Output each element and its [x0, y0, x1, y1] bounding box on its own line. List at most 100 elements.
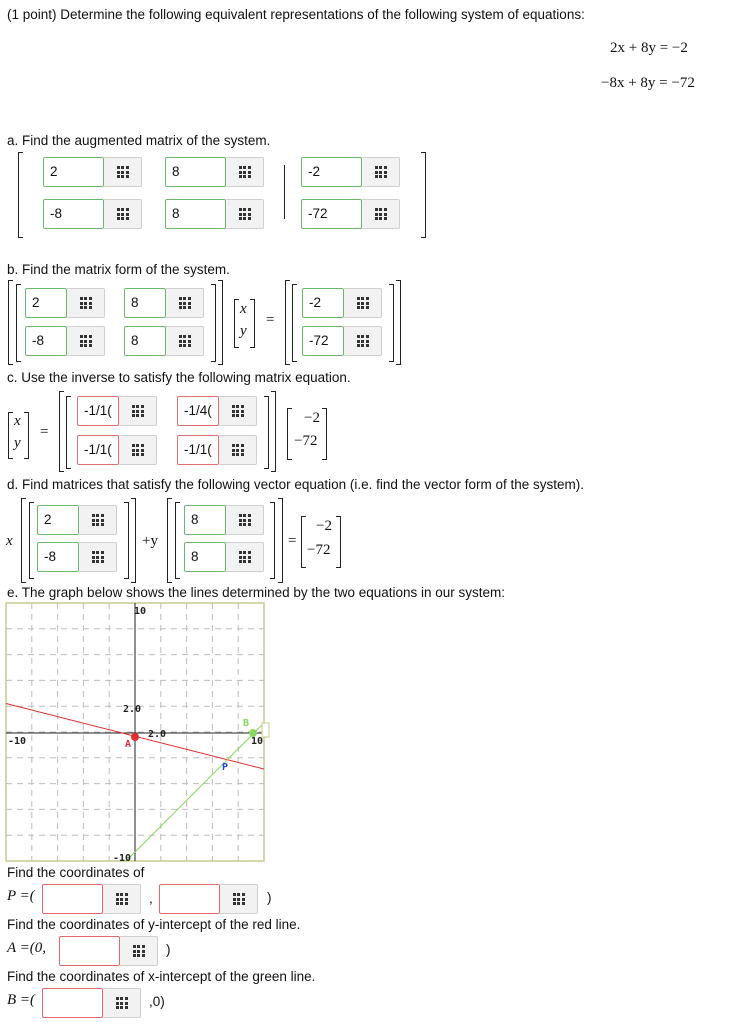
grid-icon — [131, 405, 144, 417]
grid-icon — [232, 893, 245, 905]
grid-icon — [356, 335, 369, 347]
a-close: ) — [166, 942, 171, 957]
inverse-i11-input[interactable]: -1/1( — [77, 396, 119, 426]
grid-icon — [178, 335, 191, 347]
matrix-bracket-inner-left — [16, 284, 21, 362]
coef-a11-input[interactable]: 2 — [25, 288, 67, 318]
vector-bracket-left — [287, 408, 292, 460]
matrix-bracket-left — [59, 391, 64, 472]
matrix-entry-button[interactable] — [119, 396, 157, 426]
matrix-entry-button[interactable] — [362, 157, 400, 187]
p-close: ) — [267, 890, 272, 905]
matrix-bracket-left — [167, 498, 172, 583]
matrix-entry-button[interactable] — [166, 288, 204, 318]
grid-icon — [231, 444, 244, 456]
label-point-b: B — [243, 718, 249, 729]
grid-icon — [238, 551, 251, 563]
matrix-entry-button[interactable] — [226, 505, 264, 535]
find-b-text: Find the coordinates of x-intercept of t… — [7, 969, 316, 984]
rhs-b1-input[interactable]: -2 — [302, 288, 344, 318]
matrix-entry-button[interactable] — [103, 988, 141, 1018]
part-e-prompt: e. The graph below shows the lines deter… — [7, 585, 506, 600]
green-line — [125, 722, 265, 862]
matrix-bracket-left — [18, 152, 23, 238]
find-a-text: Find the coordinates of y-intercept of t… — [7, 917, 301, 932]
b-label: B =( — [7, 992, 36, 1008]
matrix-entry-button[interactable] — [67, 288, 105, 318]
vector-bracket-left — [234, 299, 239, 348]
var-y: y — [14, 435, 21, 451]
aug-r2c3-input[interactable]: -72 — [301, 199, 362, 229]
matrix-entry-button[interactable] — [362, 199, 400, 229]
inverse-i21-input[interactable]: -1/1( — [77, 435, 119, 465]
coef-a22-input[interactable]: 8 — [124, 326, 166, 356]
matrix-entry-button[interactable] — [226, 542, 264, 572]
grid-icon — [91, 551, 104, 563]
a-y-input[interactable] — [59, 936, 120, 966]
matrix-entry-button[interactable] — [219, 396, 257, 426]
b-x-input[interactable] — [42, 988, 103, 1018]
column1-r1-input[interactable]: 2 — [37, 505, 79, 535]
matrix-entry-button[interactable] — [79, 542, 117, 572]
matrix-entry-button[interactable] — [226, 157, 264, 187]
matrix-entry-button[interactable] — [119, 435, 157, 465]
column2-r1-input[interactable]: 8 — [184, 505, 226, 535]
matrix-bracket-inner-left — [29, 502, 34, 579]
matrix-entry-button[interactable] — [104, 199, 142, 229]
grid-icon — [374, 166, 387, 178]
column2-r2-input[interactable]: 8 — [184, 542, 226, 572]
grid-icon — [79, 335, 92, 347]
grid-icon — [131, 444, 144, 456]
p-y-input[interactable] — [159, 884, 220, 914]
column1-r2-input[interactable]: -8 — [37, 542, 79, 572]
part-a-prompt: a. Find the augmented matrix of the syst… — [7, 133, 271, 148]
matrix-bracket-right — [278, 498, 283, 583]
grid-icon — [79, 297, 92, 309]
matrix-bracket-left — [8, 280, 13, 365]
vector-bracket-left — [8, 412, 13, 459]
matrix-entry-button[interactable] — [219, 435, 257, 465]
matrix-entry-button[interactable] — [79, 505, 117, 535]
a-label: A =(0, — [7, 940, 47, 956]
problem-intro: (1 point) Determine the following equiva… — [7, 7, 585, 22]
matrix-entry-button[interactable] — [120, 936, 158, 966]
matrix-entry-button[interactable] — [226, 199, 264, 229]
grid-icon — [115, 893, 128, 905]
coef-a12-input[interactable]: 8 — [124, 288, 166, 318]
label-x-tick: 2.0 — [148, 729, 166, 740]
vector-v1: −2 — [304, 410, 320, 426]
inverse-i12-input[interactable]: -1/4( — [177, 396, 219, 426]
aug-r1c2-input[interactable]: 8 — [165, 157, 226, 187]
aug-r2c2-input[interactable]: 8 — [165, 199, 226, 229]
grid-icon — [356, 297, 369, 309]
coef-a21-input[interactable]: -8 — [25, 326, 67, 356]
line-graph: 10 -10 -10 10 2.0 2.0 A B P — [5, 602, 270, 862]
var-x: x — [14, 413, 21, 429]
matrix-entry-button[interactable] — [104, 157, 142, 187]
matrix-entry-button[interactable] — [67, 326, 105, 356]
inverse-i22-input[interactable]: -1/1( — [177, 435, 219, 465]
graph-grid — [6, 603, 264, 861]
matrix-entry-button[interactable] — [220, 884, 258, 914]
aug-r1c3-input[interactable]: -2 — [301, 157, 362, 187]
graph-resize-handle[interactable] — [261, 722, 270, 738]
point-b-marker[interactable] — [249, 729, 257, 737]
grid-icon — [238, 208, 251, 220]
matrix-entry-button[interactable] — [344, 326, 382, 356]
matrix-bracket-left — [21, 498, 26, 583]
rhs-b2-input[interactable]: -72 — [302, 326, 344, 356]
matrix-bracket-inner-left — [66, 396, 71, 469]
var-x: x — [240, 301, 247, 317]
aug-r1c1-input[interactable]: 2 — [43, 157, 104, 187]
vector-bracket-right — [24, 412, 29, 459]
matrix-entry-button[interactable] — [103, 884, 141, 914]
matrix-bracket-inner-right — [270, 502, 275, 579]
matrix-entry-button[interactable] — [166, 326, 204, 356]
aug-r2c1-input[interactable]: -8 — [43, 199, 104, 229]
var-y: y — [240, 323, 247, 339]
part-d-prompt: d. Find matrices that satisfy the follow… — [7, 477, 584, 492]
matrix-entry-button[interactable] — [344, 288, 382, 318]
matrix-bracket-inner-right — [211, 284, 216, 362]
p-x-input[interactable] — [42, 884, 103, 914]
point-a-marker[interactable] — [131, 733, 139, 741]
